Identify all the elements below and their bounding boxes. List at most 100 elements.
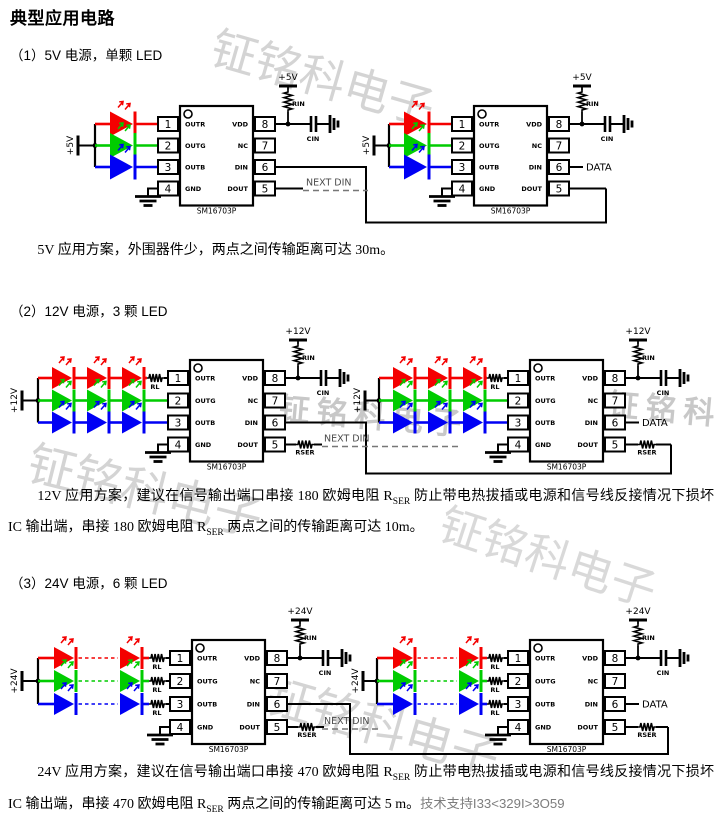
pin-number: 1	[459, 119, 466, 131]
pin-label: VDD	[582, 375, 598, 383]
pin-number: 6	[556, 162, 563, 174]
data-label: DATA	[642, 418, 668, 429]
pin-label: NC	[588, 678, 598, 686]
led-light-arrow	[67, 661, 74, 669]
resistor-rser	[296, 440, 314, 449]
resistor-rl	[149, 676, 166, 686]
rin-label: RIN	[642, 354, 655, 362]
pin-number: 5	[272, 439, 279, 451]
led-triangle	[54, 647, 74, 669]
chip-body	[178, 104, 255, 207]
led-light-arrow	[469, 378, 476, 386]
resistor-rl	[487, 653, 504, 663]
led-light-arrow	[399, 356, 406, 364]
next-din-label: NEXT DIN	[324, 434, 370, 445]
led-light-arrow	[60, 682, 67, 690]
rser-label: RSER	[297, 731, 316, 739]
rin-label: RIN	[642, 634, 655, 642]
led-green	[393, 659, 417, 692]
page-title: 典型应用电路	[10, 9, 115, 28]
led-red	[120, 636, 144, 669]
led-light-arrow	[133, 661, 140, 669]
wire	[497, 726, 508, 735]
next-din-label: NEXT DIN	[306, 178, 352, 189]
resistor-rin	[575, 90, 589, 112]
pin1-indicator	[195, 643, 205, 653]
din-dout-route-wire	[275, 166, 607, 224]
pin-box	[167, 370, 189, 386]
led-triangle	[87, 411, 107, 434]
note-12v: 12V 应用方案，建议在信号输出端口串接 180 欧姆电阻 RSER 防止带电热…	[0, 484, 720, 547]
led-light-arrow	[126, 636, 133, 644]
resistor-rin	[293, 624, 307, 646]
note-text: 24V 应用方案，建议在信号输出端口串接 470 欧姆电阻 R	[37, 765, 393, 780]
chip-body	[472, 104, 549, 207]
cin-label: CIN	[307, 135, 320, 143]
led-light-arrow	[117, 100, 124, 108]
pin-label: OUTG	[479, 142, 500, 150]
pin-label: GND	[535, 441, 552, 449]
pin-label: VDD	[526, 121, 542, 129]
pin-label: OUTB	[197, 701, 217, 709]
pin-label: OUTG	[195, 397, 216, 405]
pin-label: OUTG	[535, 678, 556, 686]
led-triangle	[54, 693, 74, 715]
chip-body	[190, 638, 267, 746]
led-triangle	[463, 389, 483, 412]
pin-number: 1	[515, 653, 522, 665]
pin-number: 5	[556, 183, 563, 195]
wire	[497, 443, 508, 453]
wire	[441, 187, 452, 197]
led-blue	[110, 143, 137, 180]
pin-number: 5	[262, 183, 269, 195]
pin-label: VDD	[232, 121, 248, 129]
pin-number: 8	[272, 373, 279, 385]
led-blue	[404, 143, 431, 180]
led-light-arrow	[60, 636, 67, 644]
resistor-rin	[291, 344, 305, 366]
led-triangle	[120, 693, 140, 715]
subscript: SER	[206, 528, 224, 539]
led-light-arrow	[65, 380, 72, 388]
pin-box	[451, 159, 473, 175]
chip-body	[528, 638, 605, 746]
led-blue	[52, 400, 76, 434]
pin-box	[266, 673, 288, 689]
led-red	[122, 356, 146, 389]
led-blue	[393, 400, 417, 434]
pin-label: DOUT	[577, 441, 598, 449]
pin-label: OUTG	[185, 142, 206, 150]
led-triangle	[463, 367, 483, 389]
pin-number: 8	[262, 119, 269, 131]
pin-label: GND	[479, 185, 496, 193]
pin-label: DIN	[585, 419, 598, 427]
led-light-arrow	[93, 356, 100, 364]
wire	[147, 187, 158, 197]
led-triangle	[404, 154, 427, 180]
led-blue	[428, 400, 452, 434]
led-light-arrow	[135, 402, 142, 410]
section-1-heading: （1）5V 电源，单颗 LED	[10, 48, 163, 63]
led-light-arrow	[434, 356, 441, 364]
pin-box	[604, 673, 626, 689]
resistor-rser	[638, 440, 656, 449]
pin-label: DIN	[529, 164, 542, 172]
led-light-arrow	[128, 400, 135, 408]
pin-box	[604, 392, 626, 409]
pin-number: 6	[272, 417, 279, 429]
rin-label: RIN	[302, 354, 315, 362]
led-light-arrow	[124, 102, 131, 110]
pin-number: 7	[612, 395, 619, 407]
led-triangle	[110, 154, 133, 180]
resistor-rin	[631, 344, 645, 366]
pin-label: GND	[535, 724, 552, 732]
pin1-indicator	[533, 643, 543, 653]
pin-number: 1	[165, 119, 172, 131]
led-green	[54, 659, 78, 692]
led-light-arrow	[65, 358, 72, 366]
pin-number: 3	[459, 162, 466, 174]
pin-label: DOUT	[227, 185, 248, 193]
pin-label: OUTR	[195, 375, 215, 383]
